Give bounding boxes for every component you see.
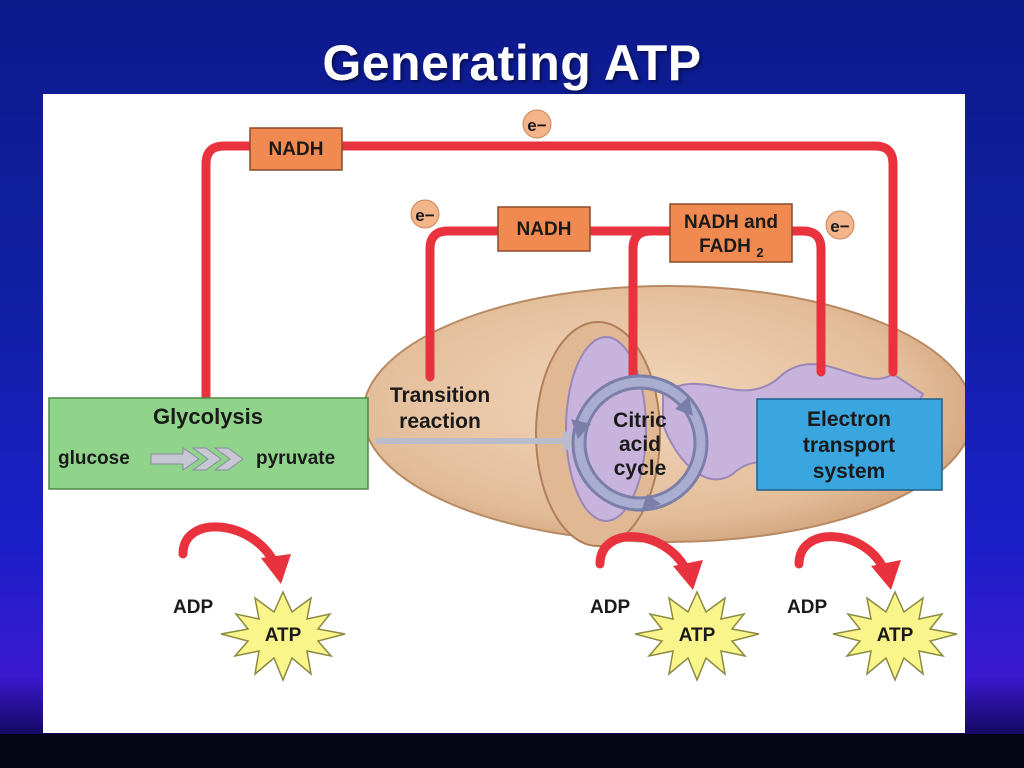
curved-arrowhead bbox=[261, 554, 291, 584]
glycolysis-to-ets-line bbox=[201, 141, 898, 404]
diagram-panel: NADH NADH NADH and FADH 2 e− e− e− Glyco… bbox=[43, 94, 965, 733]
curved-arrowhead bbox=[673, 560, 703, 590]
nadh-top-label: NADH bbox=[269, 139, 324, 160]
atp-star bbox=[832, 590, 958, 682]
cycle-arrowhead-3 bbox=[641, 494, 661, 512]
citric-label-line2: acid bbox=[619, 433, 661, 456]
nadh-mid-label: NADH bbox=[517, 219, 572, 240]
cycle-arrowhead-2 bbox=[675, 396, 693, 416]
electron-transport-box: Electron transport system bbox=[756, 398, 943, 491]
slide-title: Generating ATP bbox=[322, 35, 702, 91]
ets-label-line1: Electron bbox=[807, 408, 891, 431]
atp-label: ATP bbox=[265, 625, 302, 646]
atp-group-ets: ADP ATP bbox=[787, 532, 958, 682]
nadh-top-box: NADH bbox=[249, 127, 343, 171]
electron-badge-left: e− bbox=[410, 199, 440, 229]
glycolysis-box: Glycolysis glucose pyruvate bbox=[48, 397, 369, 490]
atp-label: ATP bbox=[877, 625, 914, 646]
transition-reaction: Transition reaction bbox=[376, 384, 583, 452]
curved-arrowhead bbox=[871, 560, 901, 590]
fadh-subscript: 2 bbox=[756, 245, 763, 260]
atp-diagram: NADH NADH NADH and FADH 2 e− e− e− Glyco… bbox=[48, 109, 965, 682]
adp-label: ADP bbox=[173, 597, 213, 618]
nadh-mid-box: NADH bbox=[497, 206, 591, 252]
glycolysis-arrows bbox=[150, 447, 244, 471]
fadh-label: FADH bbox=[699, 236, 751, 257]
citric-label-line1: Citric bbox=[613, 409, 667, 432]
cycle-arrowhead-1 bbox=[571, 419, 591, 439]
nadh-fadh2-box: NADH and FADH 2 bbox=[669, 203, 793, 263]
slide-bottom-bar bbox=[0, 734, 1024, 768]
atp-group-glycolysis: ADP ATP bbox=[173, 522, 346, 682]
adp-label: ADP bbox=[787, 597, 827, 618]
glycolysis-title: Glycolysis bbox=[153, 404, 263, 429]
atp-star bbox=[634, 590, 760, 682]
adp-label: ADP bbox=[590, 597, 630, 618]
pyruvate-label: pyruvate bbox=[256, 448, 335, 469]
atp-label: ATP bbox=[679, 625, 716, 646]
electron-badge-top: e− bbox=[522, 109, 552, 139]
atp-star bbox=[220, 590, 346, 682]
atp-group-citric: ADP ATP bbox=[590, 532, 760, 682]
nadh-and-label: NADH and bbox=[684, 212, 778, 233]
ets-label-line3: system bbox=[813, 460, 885, 483]
ets-label-line2: transport bbox=[803, 434, 895, 457]
glucose-label: glucose bbox=[58, 448, 130, 469]
svg-text:e−: e− bbox=[415, 206, 434, 225]
transition-label-line2: reaction bbox=[399, 410, 481, 433]
svg-text:e−: e− bbox=[527, 116, 546, 135]
svg-text:e−: e− bbox=[830, 217, 849, 236]
transition-label-line1: Transition bbox=[390, 384, 490, 407]
citric-acid-cycle: Citric acid cycle bbox=[571, 374, 709, 512]
electron-badge-right: e− bbox=[825, 210, 855, 240]
citric-label-line3: cycle bbox=[614, 457, 667, 480]
